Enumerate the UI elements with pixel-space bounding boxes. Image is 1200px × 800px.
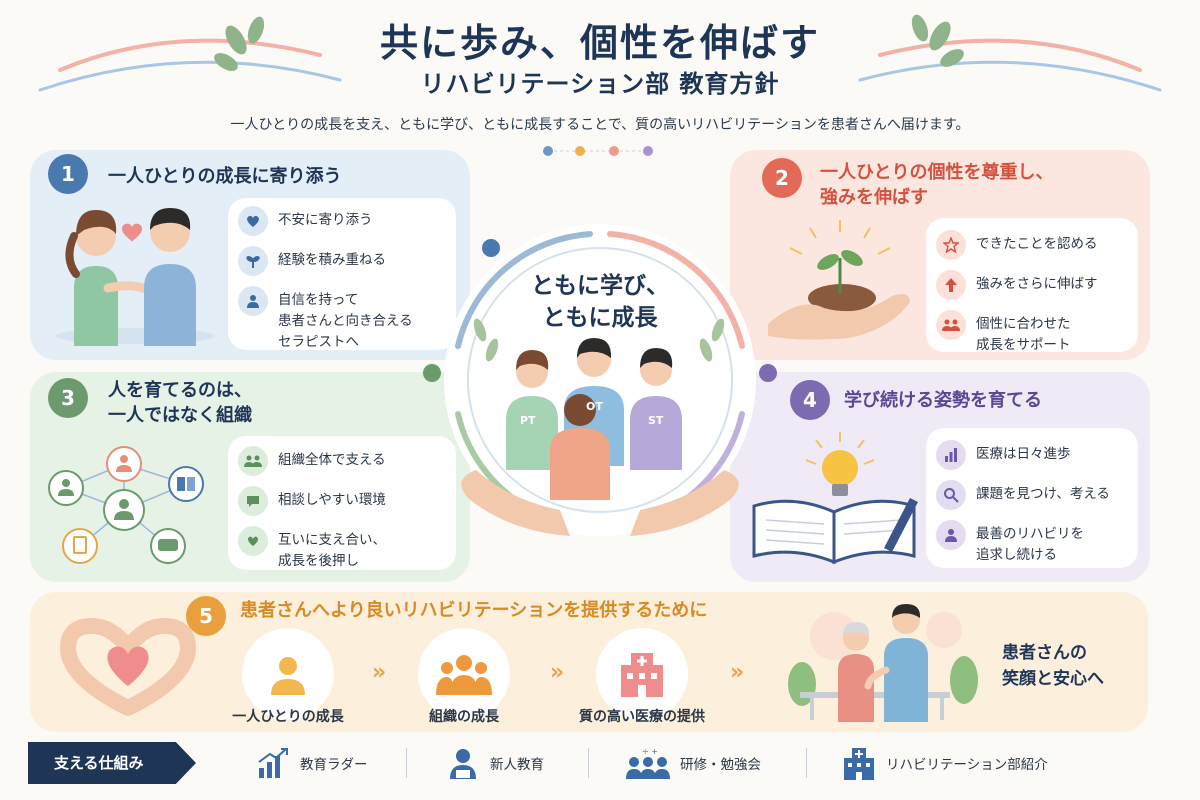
shirt-label-st: ST xyxy=(648,414,664,427)
chevron-right-icon: » xyxy=(730,660,745,685)
building-icon xyxy=(844,748,874,780)
lead-text: 一人ひとりの成長を支え、ともに学び、ともに成長することで、質の高いリハビリテーシ… xyxy=(230,117,970,133)
panel-title: 患者さんへより良いリハビリテーションを提供するために xyxy=(240,600,708,621)
list-item: 強みをさらに伸ばす xyxy=(936,270,1132,300)
chevron-right-icon: » xyxy=(372,660,387,685)
footer-link-workshops[interactable]: ÷ + 研修・勉強会 xyxy=(626,746,761,780)
handshake-heart-icon xyxy=(238,526,268,556)
list-item: 課題を見つけ、考える xyxy=(936,480,1132,510)
footer-link-department-intro[interactable]: リハビリテーション部紹介 xyxy=(842,746,1048,780)
panel-number: 1 xyxy=(48,154,88,194)
panel-number: 5 xyxy=(186,596,226,636)
panel-title: 一人ひとりの個性を尊重し、 強みを伸ばす xyxy=(820,162,1054,208)
heart-hands-illustration xyxy=(60,618,196,716)
list-item: 不安に寄り添う xyxy=(238,206,448,236)
footer-divider xyxy=(406,748,407,778)
panel-title: 一人ひとりの成長に寄り添う xyxy=(108,166,342,187)
bar-chart-icon xyxy=(936,440,966,470)
support-system-label: 支える仕組み xyxy=(28,742,196,784)
person-icon xyxy=(238,286,268,316)
book-lightbulb-illustration xyxy=(752,432,918,565)
list-item: 自信を持って 患者さんと向き合える セラピストへ xyxy=(238,286,448,353)
svg-text:÷ +: ÷ + xyxy=(642,747,658,756)
panel-title: 学び続ける姿勢を育てる xyxy=(844,390,1042,411)
footer-link-new-staff-training[interactable]: 新人教育 xyxy=(446,746,544,780)
list-item: 個性に合わせた 成長をサポート xyxy=(936,310,1132,356)
training-icon: ÷ + xyxy=(626,747,670,779)
list-item: 組織全体で支える xyxy=(238,446,448,476)
magnifier-icon xyxy=(936,480,966,510)
header-decoration xyxy=(38,14,1162,92)
panel-title: 人を育てるのは、 一人ではなく組織 xyxy=(108,380,252,426)
flow-step xyxy=(596,628,688,720)
list-item: 相談しやすい環境 xyxy=(238,486,448,516)
group-icon xyxy=(238,446,268,476)
heart-icon xyxy=(238,206,268,236)
divider-dots xyxy=(543,146,653,156)
star-icon xyxy=(936,230,966,260)
group-icon xyxy=(936,310,966,340)
group-icon xyxy=(436,655,492,695)
person-icon xyxy=(936,520,966,550)
patient-therapist-illustration xyxy=(788,604,978,722)
person-icon xyxy=(271,657,305,695)
arrow-up-icon xyxy=(936,270,966,300)
network-illustration xyxy=(48,446,204,564)
mentor-illustration xyxy=(55,208,215,346)
list-item: 互いに支え合い、 成長を後押し xyxy=(238,526,448,572)
chevron-right-icon: » xyxy=(550,660,565,685)
page-title: 共に歩み、個性を伸ばす xyxy=(379,21,820,65)
panel-number: 4 xyxy=(790,380,830,420)
footer-divider xyxy=(588,748,589,778)
person-badge-icon xyxy=(450,749,476,779)
footer-link-education-ladder[interactable]: 教育ラダー xyxy=(256,746,368,780)
list-item: 最善のリハビリを 追求し続ける xyxy=(936,520,1132,566)
shirt-label-pt: PT xyxy=(520,414,536,427)
list-item: 経験を積み重ねる xyxy=(238,246,448,276)
flow-step-label: 質の高い医療の提供 xyxy=(579,709,705,725)
hospital-icon xyxy=(621,653,663,697)
center-message: ともに学び、 ともに成長 xyxy=(531,273,669,331)
seedling-hand-illustration xyxy=(768,220,910,340)
footer-divider xyxy=(806,748,807,778)
goal-message: 患者さんの 笑顔と安心へ xyxy=(1002,643,1104,689)
page-subtitle: リハビリテーション部 教育方針 xyxy=(420,70,780,98)
chat-icon xyxy=(238,486,268,516)
list-item: 医療は日々進歩 xyxy=(936,440,1132,470)
flow-step xyxy=(418,628,510,720)
center-ring xyxy=(423,224,777,536)
flow-step-label: 組織の成長 xyxy=(429,709,499,725)
list-item: できたことを認める xyxy=(936,230,1132,260)
panel-number: 2 xyxy=(762,158,802,198)
panel-number: 3 xyxy=(48,378,88,418)
flow-step xyxy=(242,628,334,720)
shirt-label-ot: OT xyxy=(586,400,603,413)
growth-chart-icon xyxy=(258,748,288,778)
flow-step-label: 一人ひとりの成長 xyxy=(232,709,344,725)
sprout-icon xyxy=(238,246,268,276)
